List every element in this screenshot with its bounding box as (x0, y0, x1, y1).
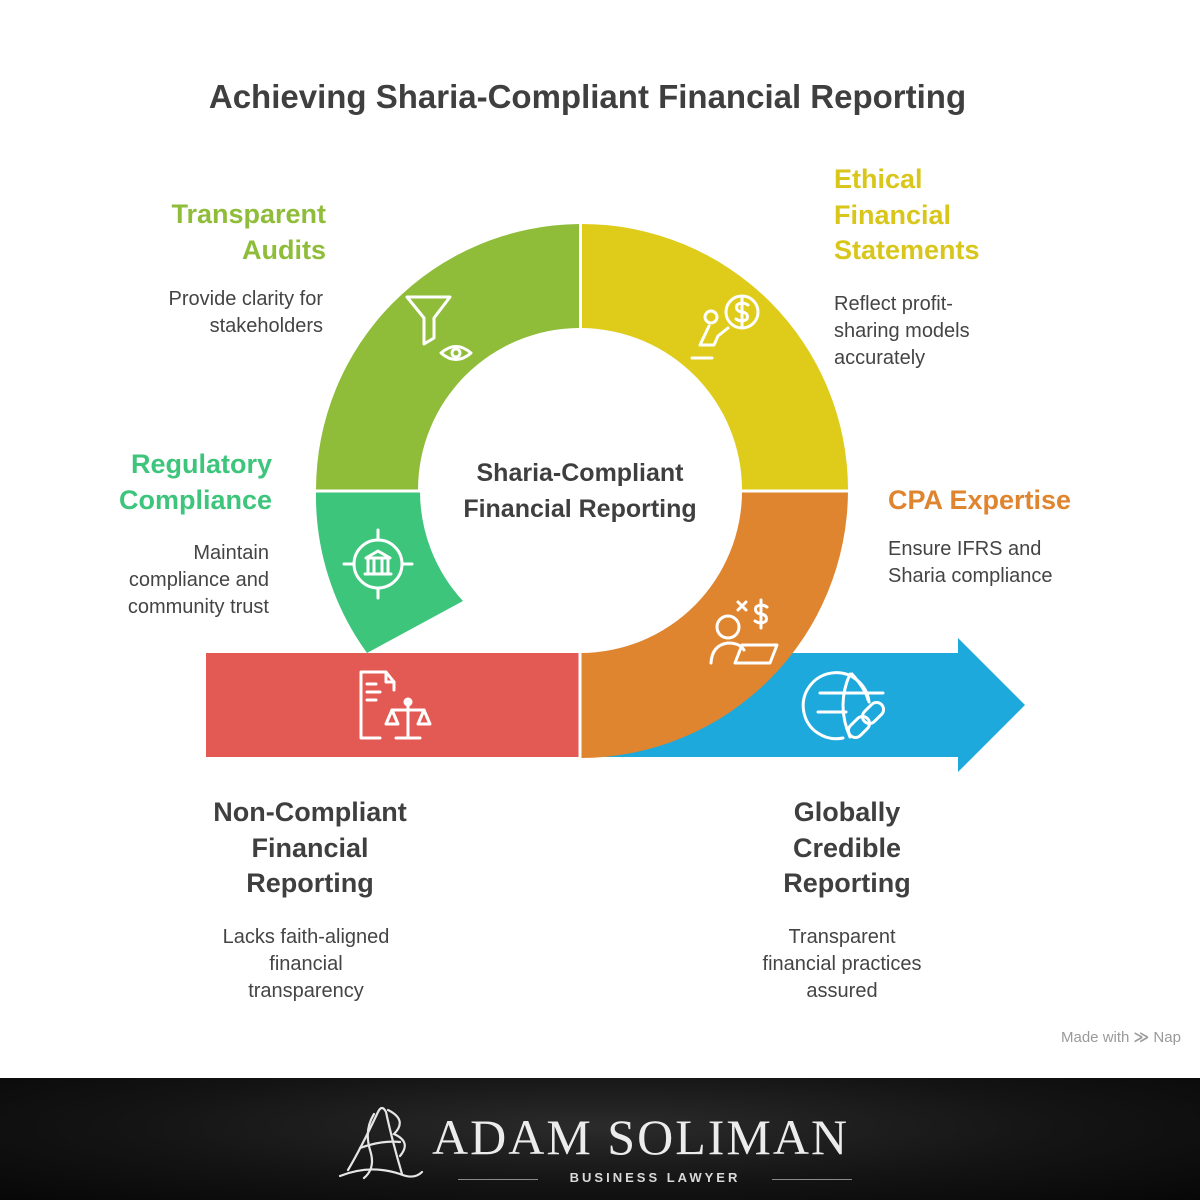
sharia-reporting-diagram (206, 224, 1025, 772)
transparent-audits-heading: Transparent Audits (100, 197, 326, 268)
cpa-expertise-segment (580, 490, 848, 758)
footer-banner (0, 1078, 1200, 1200)
description-line: Maintain (193, 542, 269, 564)
regulatory-compliance-heading: Regulatory Compliance (60, 447, 272, 518)
description-line: financial practices (762, 953, 922, 975)
center-label: Sharia-Compliant Financial Reporting (430, 455, 730, 527)
non-compliant-bar (206, 653, 580, 757)
heading-line: Transparent (171, 199, 326, 229)
description-line: compliance and (128, 569, 269, 591)
description-line: sharing models (834, 320, 970, 342)
description-line: assured (806, 980, 878, 1002)
brand-subtitle: BUSINESS LAWYER (569, 1170, 741, 1185)
heading-line: Audits (242, 234, 326, 265)
brand-rule-right (772, 1179, 852, 1180)
accountant-laptop-icon (709, 598, 779, 665)
non-compliant-heading: Non-Compliant Financial Reporting (170, 795, 450, 902)
center-label-line2: Financial Reporting (463, 495, 697, 523)
ethical-statements-description: Reflect profit- sharing models accuratel… (834, 291, 1084, 372)
non-compliant-description: Lacks faith-aligned financial transparen… (176, 924, 436, 1005)
heading-line: Globally (793, 797, 901, 827)
center-label-line1: Sharia-Compliant (476, 459, 684, 487)
description-line: community trust (127, 596, 269, 618)
brand-name: ADAM SOLIMAN (432, 1109, 850, 1165)
description-line: accurately (834, 347, 926, 369)
globally-credible-description: Transparent financial practices assured (712, 924, 972, 1005)
ethical-statements-segment (582, 224, 848, 490)
heading-line: Statements (834, 235, 980, 265)
made-with-text: Made with (1061, 1029, 1130, 1046)
cpa-expertise-description: Ensure IFRS and Sharia compliance (888, 536, 1148, 590)
heading-line: CPA Expertise (888, 485, 1072, 515)
page-title: Achieving Sharia-Compliant Financial Rep… (208, 78, 967, 115)
made-with-watermark: Made with ≫ Nap (1061, 1028, 1181, 1046)
description-line: transparency (248, 980, 364, 1002)
description-line: Reflect profit- (834, 293, 953, 315)
made-with-brand: Nap (1153, 1029, 1181, 1046)
description-line: financial (269, 953, 343, 975)
bank-target-icon (342, 528, 414, 600)
heading-line: Non-Compliant (213, 797, 407, 827)
ethical-statements-heading: Ethical Financial Statements (834, 162, 1094, 269)
napkin-logo-icon: ≫ (1133, 1029, 1150, 1046)
globe-link-icon (801, 671, 886, 741)
description-line: stakeholders (209, 315, 323, 337)
transparent-audits-description: Provide clarity for stakeholders (80, 286, 324, 340)
description-line: Ensure IFRS and (888, 538, 1042, 560)
heading-line: Reporting (783, 868, 911, 898)
heading-line: Reporting (246, 868, 374, 898)
heading-line: Credible (792, 832, 902, 863)
cpa-expertise-heading: CPA Expertise (888, 483, 1188, 519)
person-coin-icon (690, 294, 760, 360)
heading-line: Financial (251, 832, 369, 863)
description-line: Transparent (788, 926, 896, 948)
heading-line: Compliance (118, 484, 272, 515)
brand-rule-left (458, 1179, 538, 1180)
description-line: Sharia compliance (888, 565, 1053, 587)
monogram-logo-icon (338, 1106, 424, 1180)
document-scales-icon (359, 670, 432, 740)
funnel-eye-icon (405, 295, 473, 361)
description-line: Provide clarity for (168, 288, 324, 310)
heading-line: Ethical (834, 164, 923, 194)
heading-line: Regulatory (130, 449, 272, 479)
heading-line: Financial (834, 199, 952, 230)
globally-credible-heading: Globally Credible Reporting (707, 795, 987, 902)
regulatory-compliance-description: Maintain compliance and community trust (40, 540, 269, 621)
description-line: Lacks faith-aligned (222, 926, 390, 948)
